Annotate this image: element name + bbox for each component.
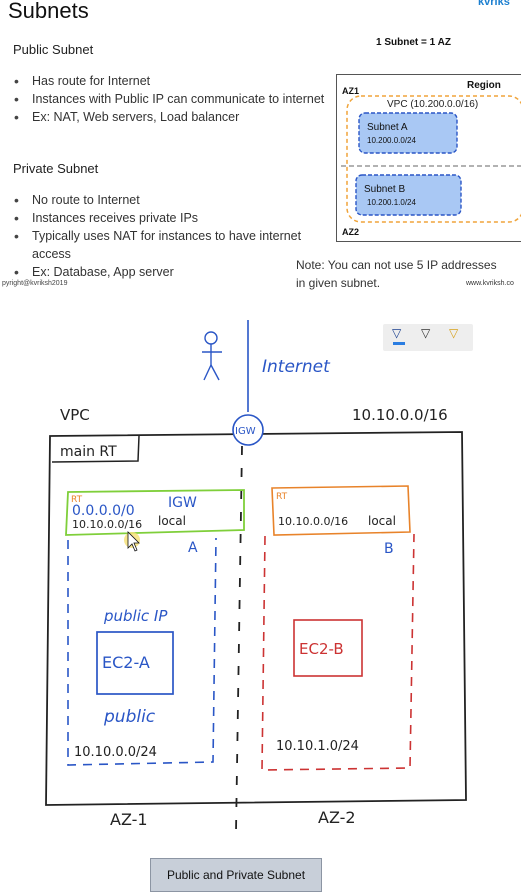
mouse-cursor-icon bbox=[127, 531, 140, 552]
az2-sketch-label: AZ-2 bbox=[318, 808, 356, 827]
az1-label: AZ1 bbox=[342, 86, 359, 96]
subnet-b-name: Subnet B bbox=[364, 184, 405, 195]
main-rt-box bbox=[51, 435, 140, 463]
igw-circle bbox=[232, 414, 264, 446]
subnet-b-cidr: 10.200.1.0/24 bbox=[367, 198, 416, 207]
list-item: Typically uses NAT for instances to have… bbox=[6, 227, 336, 263]
region-label: Region bbox=[467, 80, 501, 91]
list-item: Has route for Internet bbox=[6, 72, 331, 90]
route-a-destination-1: 0.0.0.0/0 bbox=[72, 503, 135, 519]
route-table-a bbox=[65, 489, 245, 536]
route-table-b-label: RT bbox=[276, 492, 288, 502]
vpc-outline bbox=[45, 431, 467, 806]
list-item: Instances with Public IP can communicate… bbox=[6, 90, 331, 108]
az1-sketch-label: AZ-1 bbox=[110, 810, 148, 829]
vpc-sketch-cidr: 10.10.0.0/16 bbox=[352, 406, 448, 424]
note-line-1: Note: You can not use 5 IP addresses bbox=[296, 258, 497, 272]
private-subnet-heading: Private Subnet bbox=[13, 161, 99, 176]
vpc-sketch-label: VPC bbox=[60, 406, 90, 424]
list-item: Ex: Database, App server bbox=[6, 263, 336, 281]
route-a-destination-2: 10.10.0.0/16 bbox=[72, 518, 142, 531]
pen-tool-icon[interactable]: ▽ bbox=[392, 326, 402, 340]
pen-tool-icon[interactable]: ▽ bbox=[421, 326, 431, 340]
list-item: No route to Internet bbox=[6, 191, 336, 209]
ec2-b-box bbox=[293, 619, 363, 677]
highlighter-tool-icon[interactable]: ▽ bbox=[449, 326, 459, 340]
subnet-a-outline bbox=[67, 537, 217, 766]
active-tool-indicator bbox=[393, 342, 405, 345]
caption-label: Public and Private Subnet bbox=[150, 858, 322, 892]
main-rt-label: main RT bbox=[60, 444, 117, 460]
ec2-b-label: EC2-B bbox=[299, 640, 344, 658]
note-text: Note: You can not use 5 IP addresses in … bbox=[296, 256, 497, 292]
subnet-a-name: Subnet A bbox=[367, 122, 408, 133]
region-diagram: Region AZ1 VPC (10.200.0.0/16) Subnet A … bbox=[336, 74, 521, 242]
ec2-a-box bbox=[96, 631, 174, 695]
brand-logo: kvriks bbox=[478, 0, 510, 8]
subnet-b-letter: B bbox=[384, 541, 394, 557]
subnet-b-outline bbox=[261, 533, 415, 771]
internet-label: Internet bbox=[262, 357, 331, 377]
route-b-target: local bbox=[368, 514, 396, 528]
az-divider-sketch bbox=[235, 445, 243, 833]
list-item: Ex: NAT, Web servers, Load balancer bbox=[6, 108, 331, 126]
subnet-a-sketch-cidr: 10.10.0.0/24 bbox=[74, 745, 157, 760]
private-subnet-bullets: No route to Internet Instances receives … bbox=[6, 191, 336, 281]
vpc-label: VPC (10.200.0.0/16) bbox=[387, 99, 478, 110]
list-item: Instances receives private IPs bbox=[6, 209, 336, 227]
route-table-a-label: RT bbox=[71, 495, 83, 505]
subnet-b-box bbox=[355, 174, 462, 216]
public-subnet-bullets: Has route for Internet Instances with Pu… bbox=[6, 72, 331, 126]
az2-label: AZ2 bbox=[342, 227, 359, 237]
user-figure-icon bbox=[202, 331, 222, 381]
public-subnet-heading: Public Subnet bbox=[13, 42, 94, 57]
route-a-target-2: local bbox=[158, 514, 186, 528]
ec2-a-label: EC2-A bbox=[102, 653, 150, 672]
route-a-target-1: IGW bbox=[168, 495, 197, 511]
subnet-a-box bbox=[358, 112, 458, 154]
vpc-boundary bbox=[346, 95, 521, 223]
subnet-a-letter: A bbox=[188, 540, 198, 556]
slide-title: Subnets bbox=[8, 0, 89, 23]
region-diagram-svg: Region AZ1 VPC (10.200.0.0/16) Subnet A … bbox=[341, 80, 521, 237]
copyright-text: pyright@kvriksh2019 bbox=[2, 280, 68, 287]
route-table-b bbox=[271, 485, 411, 536]
subnet-az-rule: 1 Subnet = 1 AZ bbox=[376, 37, 451, 48]
note-line-2: in given subnet. bbox=[296, 276, 381, 290]
subnet-b-sketch-cidr: 10.10.1.0/24 bbox=[276, 739, 359, 754]
public-label: public bbox=[103, 707, 156, 727]
public-ip-label: public IP bbox=[103, 607, 168, 625]
subnet-a-cidr: 10.200.0.0/24 bbox=[367, 136, 416, 145]
igw-label: IGW bbox=[235, 426, 256, 437]
route-b-destination: 10.10.0.0/16 bbox=[278, 515, 348, 528]
drawing-toolbar: ▽ ▽ ▽ bbox=[383, 324, 473, 351]
website-text: www.kvriksh.co bbox=[466, 280, 514, 287]
